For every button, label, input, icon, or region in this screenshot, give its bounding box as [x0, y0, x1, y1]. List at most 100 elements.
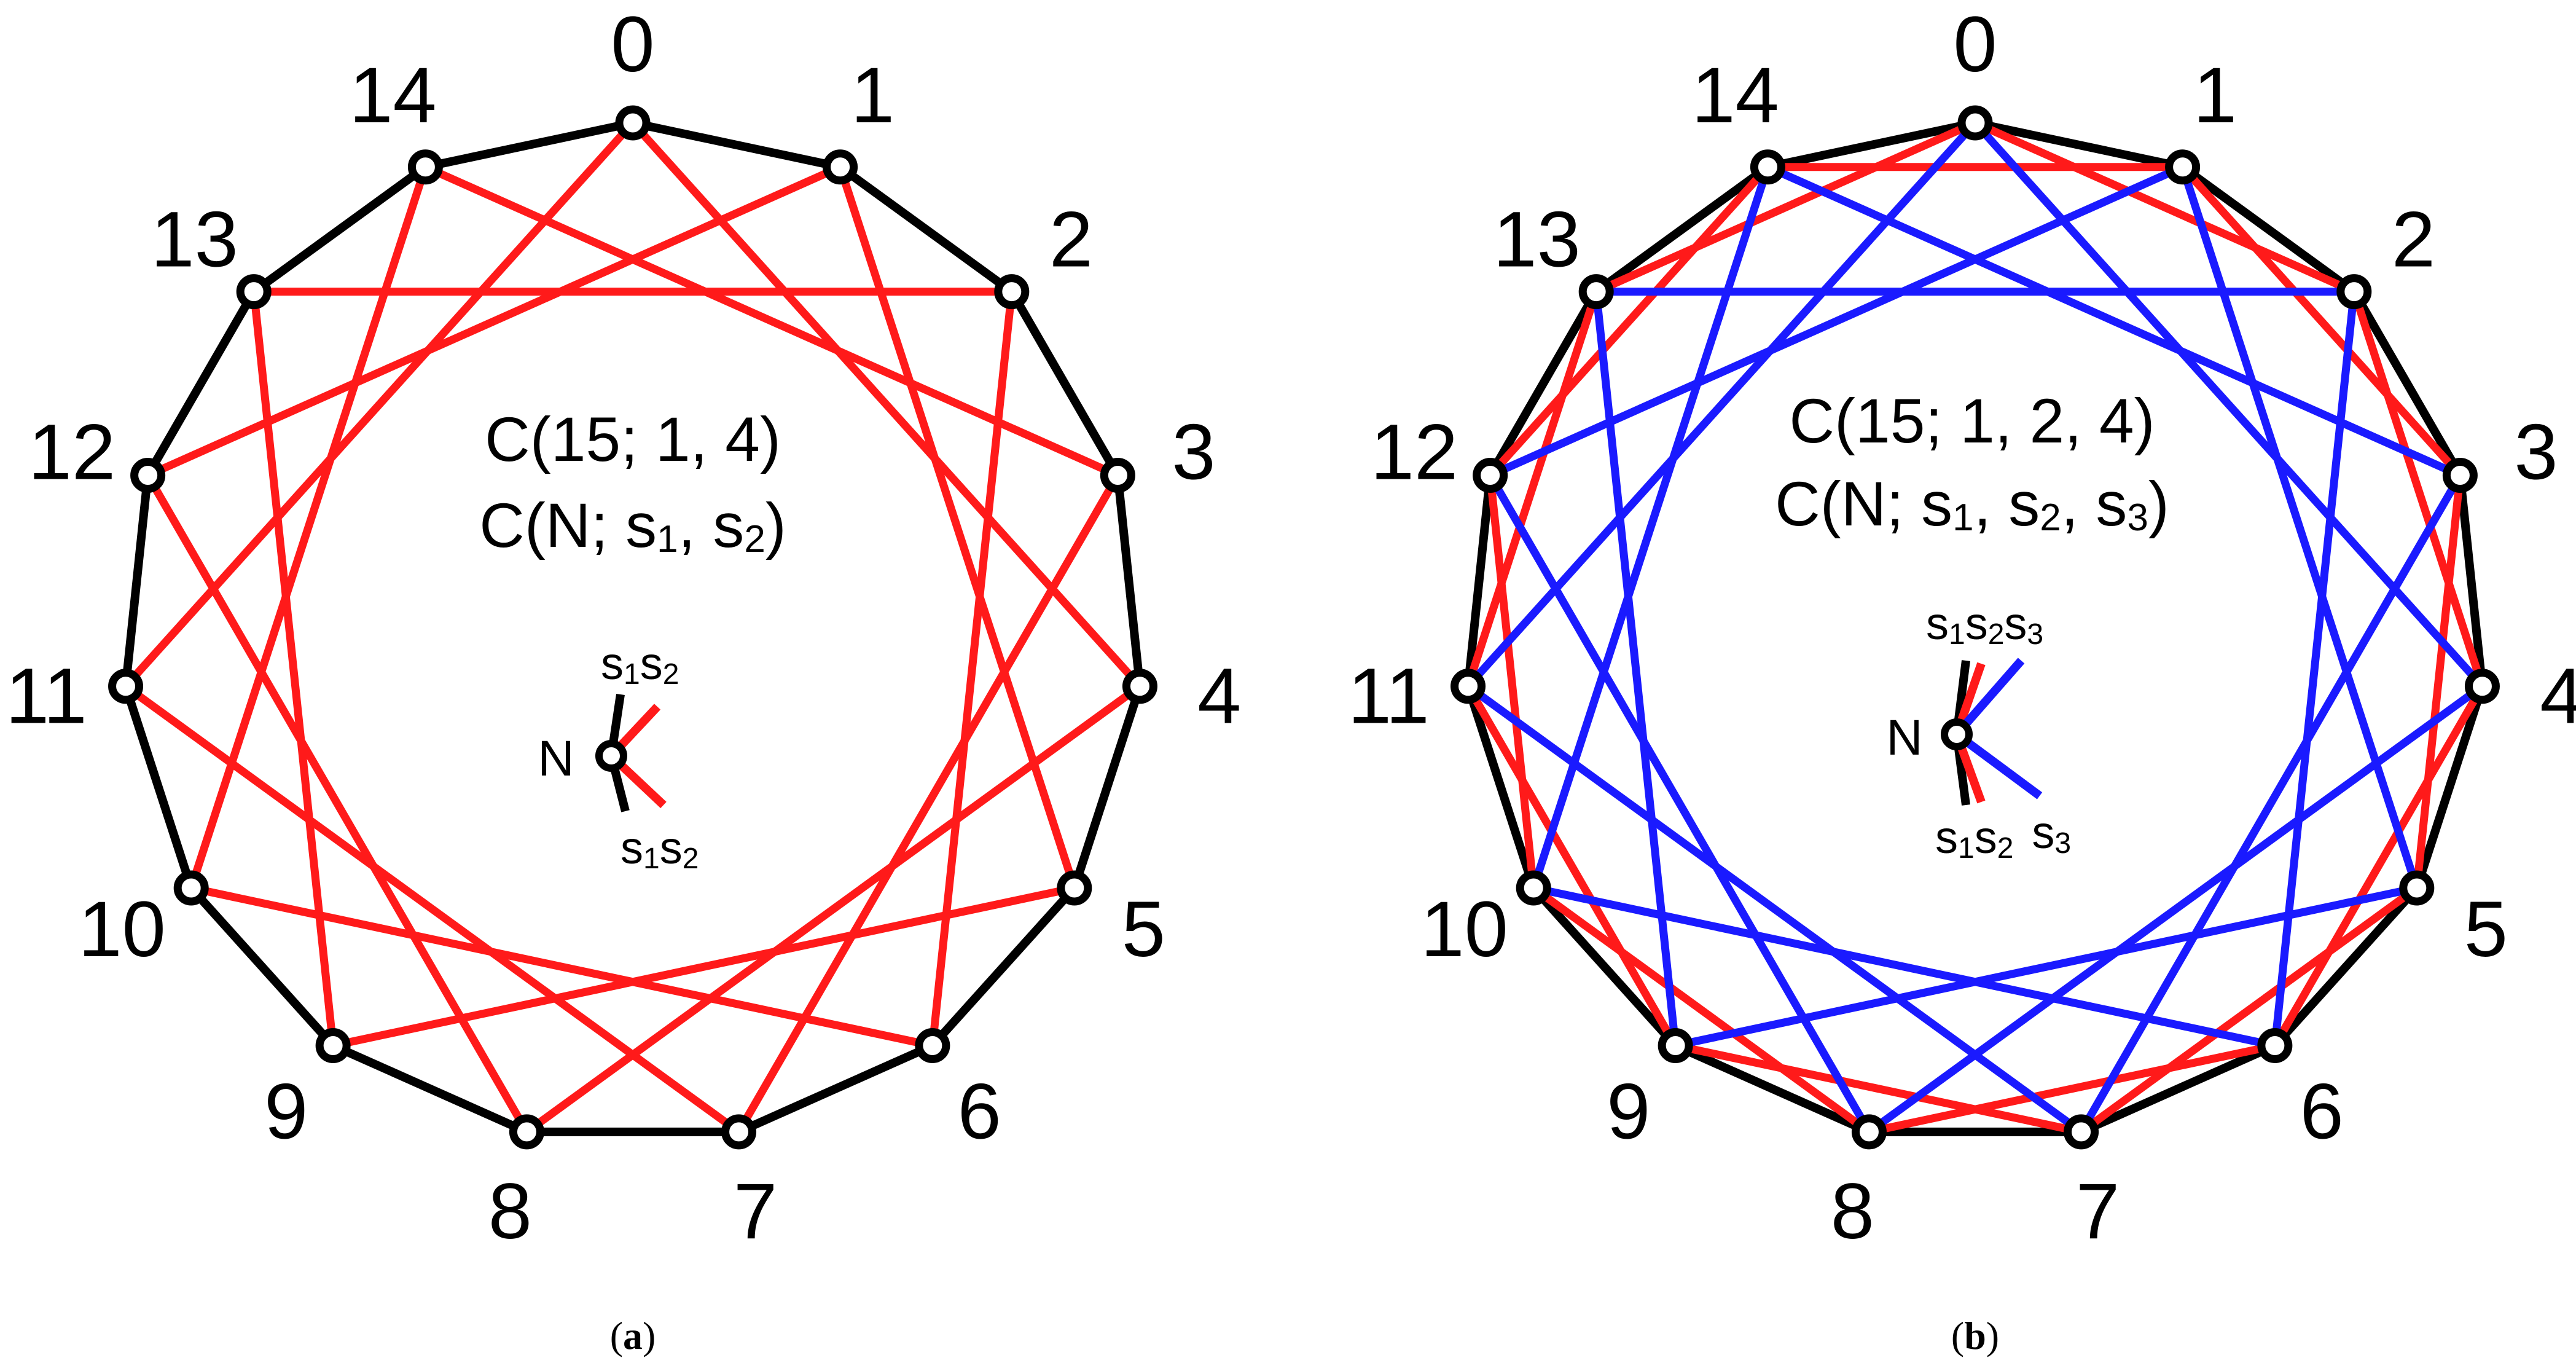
chord-edge-step-4: [123, 683, 742, 1136]
ring-edge: [144, 289, 258, 478]
ring-edge: [2456, 474, 2487, 687]
panel-a-legend: N s1s2 s1s2: [538, 638, 699, 875]
chord-edge-step-4: [1766, 163, 2462, 479]
chord-edge-step-2: [1464, 290, 1600, 688]
node-label: 12: [28, 408, 115, 496]
panel-b-chord-edges: [1464, 119, 2486, 1136]
legend-s3-edge: [1953, 658, 2025, 737]
node-label: 7: [2076, 1168, 2120, 1255]
panel-a-formula: C(15; 1, 4): [485, 404, 781, 474]
node-label: 12: [1371, 408, 1458, 496]
chord-edge-step-4: [187, 165, 429, 890]
graph-node: [2464, 669, 2500, 704]
panel-a-chord-edges: [122, 120, 1143, 1136]
chord-edge-step-2: [2271, 684, 2486, 1048]
ring-edge: [2413, 685, 2487, 890]
chord-edge-step-4: [332, 884, 1076, 1050]
graph-node: [1450, 669, 1486, 704]
node-label: 8: [488, 1168, 532, 1255]
ring-edge: [1486, 289, 1600, 478]
graph-node: [1658, 1027, 1693, 1063]
legend-bottom-label: s1s2: [621, 822, 699, 875]
graph-node: [509, 1114, 544, 1150]
ring-edge: [1008, 289, 1122, 478]
graph-node: [315, 1027, 351, 1063]
chord-edge-step-2: [1487, 164, 1771, 478]
ring-edge: [1070, 685, 1145, 890]
graph-node: [1750, 149, 1785, 185]
ring-edge: [187, 885, 337, 1049]
node-label: 13: [151, 196, 238, 284]
chord-edge-step-4: [1866, 683, 2485, 1136]
panel-a-caption: (a): [610, 1314, 656, 1357]
legend-node-label: N: [1886, 710, 1922, 766]
node-label: 4: [2540, 652, 2576, 740]
graph-node: [2257, 1027, 2293, 1063]
panel-a-general-formula: C(N; s1, s2): [479, 490, 786, 560]
chord-edge-step-4: [2179, 165, 2421, 890]
chord-edge-step-2: [2179, 164, 2464, 478]
node-label: 1: [851, 52, 895, 139]
chord-edge-step-4: [928, 291, 1016, 1047]
chord-edge-step-4: [630, 120, 1143, 689]
graph-node: [1100, 458, 1135, 493]
panel-b-general-formula: C(N; s1, s2, s3): [1775, 469, 2169, 539]
ring-edge: [1530, 885, 1679, 1049]
chord-edge-step-2: [1973, 119, 2356, 296]
chord-edge-step-2: [1674, 1042, 2082, 1136]
chord-edge-step-4: [1532, 884, 2276, 1050]
node-label: 11: [6, 652, 87, 740]
chord-edge-step-4: [122, 120, 636, 689]
chord-edge-step-2: [1868, 1042, 2276, 1136]
chord-edge-step-4: [144, 473, 531, 1134]
node-label: 3: [2514, 408, 2558, 496]
panel-b-nodes: [1450, 105, 2500, 1150]
chord-edge-step-2: [2078, 884, 2419, 1136]
ring-edge: [1766, 119, 1976, 171]
graph-node: [1473, 458, 1508, 493]
graph-node: [1057, 870, 1092, 906]
ring-edge: [1463, 685, 1538, 890]
panel-a-nodes: [108, 105, 1157, 1150]
ring-edge: [632, 119, 842, 171]
chord-edge-step-4: [146, 163, 842, 479]
graph-node: [173, 870, 209, 906]
graph-node: [823, 149, 858, 185]
graph-node: [236, 274, 272, 310]
node-label: 9: [1607, 1068, 1650, 1156]
legend-top-label: s1s2: [601, 638, 679, 691]
node-label: 10: [78, 886, 165, 973]
chord-edge-step-4: [2077, 473, 2464, 1134]
legend-node: [595, 740, 627, 772]
ring-edge: [929, 885, 1078, 1049]
node-label: 5: [2464, 886, 2508, 973]
chord-edge-step-4: [836, 165, 1078, 890]
node-label: 0: [611, 1, 654, 88]
graph-node: [994, 274, 1030, 310]
ring-edge: [837, 163, 1014, 296]
graph-node: [1516, 870, 1551, 906]
chord-edge-step-4: [1972, 120, 2486, 689]
node-label: 14: [1691, 52, 1779, 139]
node-label: 1: [2193, 52, 2237, 139]
graph-node: [108, 669, 144, 704]
ring-edge: [1674, 1042, 1871, 1136]
node-label: 10: [1420, 886, 1508, 973]
chord-edge-step-4: [423, 163, 1120, 479]
chord-edge-step-4: [524, 683, 1143, 1136]
chord-edge-step-4: [2271, 291, 2359, 1047]
chord-edge-step-2: [2413, 474, 2464, 889]
ring-edge: [2079, 1042, 2277, 1136]
node-label: 0: [1953, 1, 1997, 88]
node-label: 5: [1122, 886, 1165, 973]
ring-edge: [1113, 474, 1145, 687]
node-label: 2: [2392, 196, 2435, 284]
